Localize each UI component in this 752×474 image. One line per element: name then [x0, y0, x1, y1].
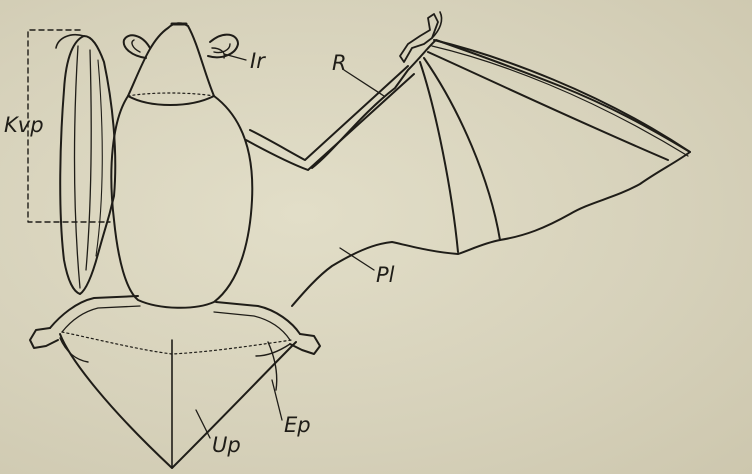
- left-leg: [50, 296, 138, 328]
- forearm-radius-inner: [246, 74, 414, 170]
- up-pointer: [196, 410, 210, 438]
- label-kvp: Kvp: [4, 113, 44, 137]
- right-ear: [208, 35, 238, 58]
- folded-wing-finger-1: [75, 46, 81, 288]
- right-leg-inner: [214, 312, 290, 340]
- label-up: Up: [212, 433, 241, 457]
- ir-pointer: [224, 54, 246, 60]
- finger-3: [428, 52, 668, 160]
- tail-membrane: [60, 334, 296, 468]
- body-outline: [111, 96, 252, 308]
- folded-wing-finger-3: [96, 60, 102, 256]
- finger-2b: [432, 46, 688, 156]
- label-ep: Ep: [284, 413, 311, 437]
- finger-5: [420, 62, 458, 252]
- label-r: R: [332, 51, 347, 75]
- folded-wing-thumb: [56, 35, 84, 48]
- label-ir: Ir: [250, 49, 266, 73]
- right-leg: [216, 302, 300, 334]
- left-foot: [30, 328, 58, 348]
- r-pointer: [344, 70, 384, 96]
- neck-line: [128, 93, 214, 96]
- folded-wing-finger-2: [86, 50, 91, 270]
- finger-4: [424, 58, 500, 240]
- head-outline: [128, 23, 214, 105]
- tail-membrane-upper: [62, 332, 292, 354]
- forearm-radius: [250, 66, 408, 160]
- left-ear-inner: [132, 40, 140, 52]
- label-pl: Pl: [376, 263, 395, 287]
- left-leg-inner: [62, 306, 140, 332]
